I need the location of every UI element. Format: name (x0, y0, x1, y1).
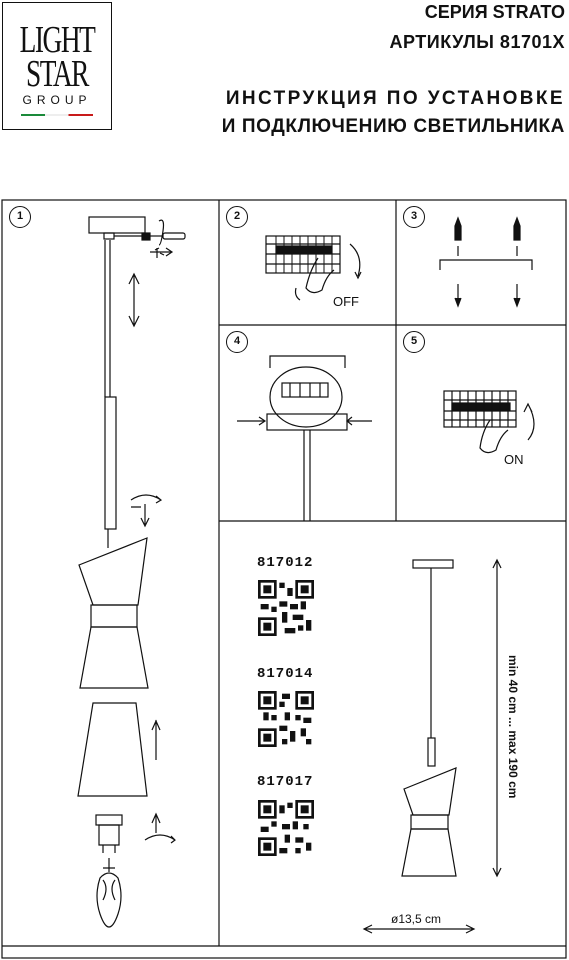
logo-line-star: STAR (26, 53, 89, 95)
qr-code-icon (258, 691, 314, 747)
shade-lower (77, 702, 148, 797)
shade-upper (78, 537, 148, 606)
series-title: СЕРИЯ STRATO (424, 2, 565, 22)
candle-bulb-icon (96, 858, 122, 928)
panel5-breaker-on (443, 390, 535, 454)
step-badge-3: 3 (403, 206, 425, 228)
panel-grid (1, 199, 567, 959)
brand-logo: LIGHT STAR GROUP (2, 2, 112, 130)
lamp-socket (95, 814, 123, 826)
up-arrow-icon (523, 402, 535, 441)
screwdriver-icon (162, 232, 186, 240)
step-badge-5: 5 (403, 331, 425, 353)
model-code: 817012 (257, 555, 314, 571)
articles-title: АРТИКУЛЫ 81701X (389, 32, 565, 52)
terminal-block-zoom (269, 366, 343, 428)
qr-code-icon (258, 800, 314, 856)
italian-flag-stripe (21, 114, 93, 116)
instruction-title-line2: И ПОДКЛЮЧЕНИЮ СВЕТИЛЬНИКА (221, 116, 565, 137)
panel6-dimensions (362, 558, 502, 934)
diameter-dimension-arrow (362, 924, 476, 934)
model-code: 817014 (257, 666, 314, 682)
panel2-breaker-off (265, 235, 362, 301)
qr-code-icon (258, 580, 314, 636)
step-badge-4: 4 (226, 331, 248, 353)
up-arrow (151, 719, 161, 760)
diameter-dimension-label: ø13,5 cm (391, 912, 442, 926)
step-badge-1: 1 (9, 206, 31, 228)
ceiling-canopy (88, 216, 146, 234)
panel4-wiring (237, 355, 372, 521)
logo-line-light: LIGHT (19, 19, 96, 61)
logo-line-group: GROUP (22, 93, 92, 107)
hand-icon (294, 257, 335, 301)
rotate-arrow-icon (130, 494, 163, 508)
panel1-assembly (77, 216, 186, 928)
model-code: 817017 (257, 774, 314, 790)
stem-tube (104, 396, 117, 530)
height-dimension-label: min 40 cm ... max 190 cm (506, 655, 520, 799)
step-badge-2: 2 (226, 206, 248, 228)
height-dimension-arrow (492, 558, 502, 878)
switch-off-label: OFF (333, 294, 359, 309)
switch-on-label: ON (504, 452, 524, 467)
height-adjust-arrow (128, 272, 140, 328)
panel3-mounting-screws (439, 216, 533, 308)
down-arrow-icon (349, 243, 362, 280)
instruction-title-line1: ИНСТРУКЦИЯ ПО УСТАНОВКЕ (225, 88, 565, 109)
hand-icon (479, 419, 509, 454)
